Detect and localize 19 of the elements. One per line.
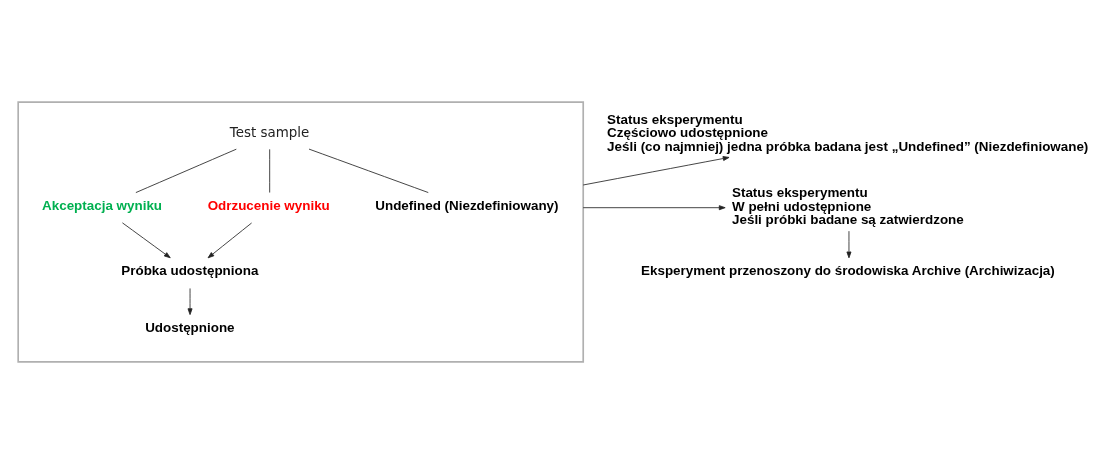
- node-text: Status eksperymentu Częściowo udostępnione Jeśli (co najmniej) jedna próbka badana jest „Undefined” (Niezdefiniowane): [607, 111, 1089, 154]
- node-text: Udostępnione: [145, 319, 235, 335]
- node-text: Status eksperymentu W pełni udostępnione Jeśli próbki badane są zatwierdzone: [732, 184, 964, 227]
- node-text: Test sample: [229, 124, 310, 140]
- connector: [269, 148, 271, 193]
- node-text: Akceptacja wyniku: [42, 197, 163, 213]
- connector: [135, 148, 237, 193]
- arrow: [122, 221, 171, 258]
- cluster: [17, 100, 585, 363]
- node-text: Próbka udostępniona: [121, 262, 259, 278]
- arrow: [582, 155, 730, 185]
- connector: [308, 148, 429, 193]
- arrow: [207, 222, 253, 258]
- node-text: Undefined (Niezdefiniowany): [375, 197, 559, 213]
- node-text: Eksperyment przenoszony do środowiska Archive (Archiwizacja): [641, 262, 1055, 278]
- node-text: Odrzucenie wyniku: [207, 197, 330, 213]
- arrow: [582, 204, 726, 210]
- arrow: [846, 230, 852, 258]
- arrow: [187, 287, 193, 315]
